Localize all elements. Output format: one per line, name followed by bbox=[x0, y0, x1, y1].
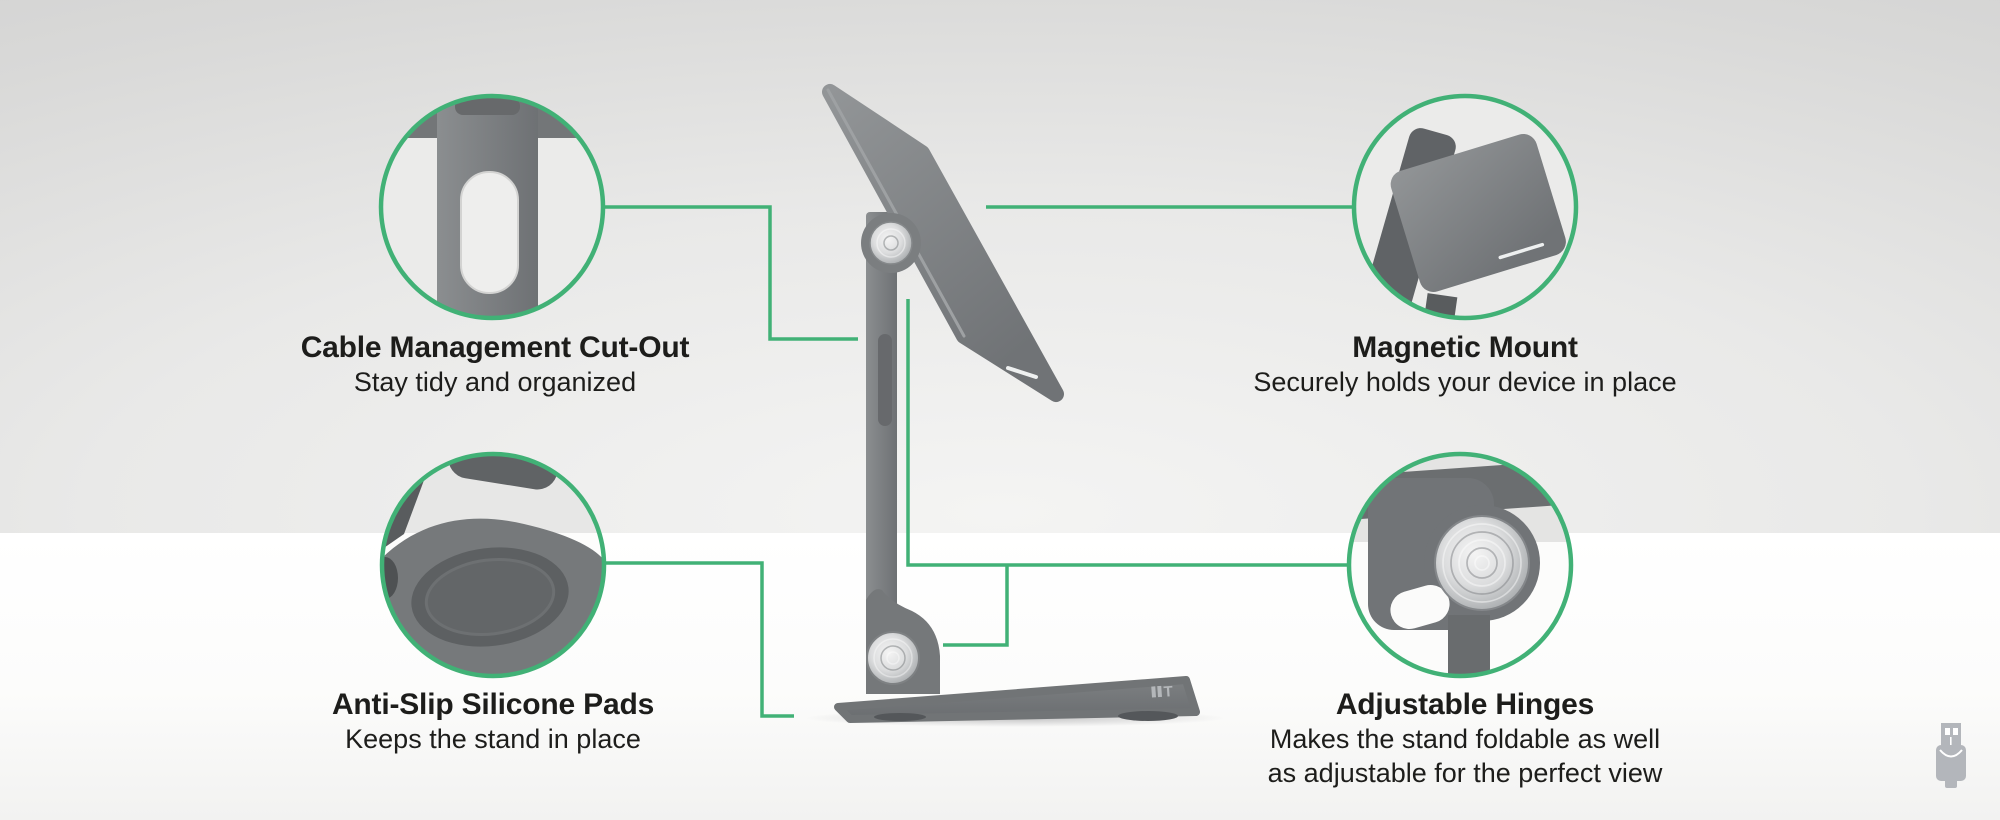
callout-bubble-magnetic-mount bbox=[1351, 93, 1579, 321]
bubble-ring bbox=[1346, 451, 1574, 679]
callout-bubble-anti-slip-pads bbox=[379, 451, 607, 679]
zoom-hinge-disc bbox=[1434, 515, 1530, 611]
callout-title: Adjustable Hinges bbox=[1335, 688, 1595, 721]
connector-lines bbox=[605, 205, 1352, 718]
lower-hinge-ring bbox=[873, 638, 913, 678]
tablet-port-dash bbox=[1006, 366, 1038, 379]
tablet-stand-product: T bbox=[805, 84, 1225, 727]
callout-text-adjustable-hinges: Adjustable Hinges Makes the stand foldab… bbox=[1115, 688, 1815, 790]
upper-hinge-ring-inner bbox=[883, 235, 899, 251]
zoom-silicone-pad bbox=[411, 547, 569, 647]
callout-text-cable-management: Cable Management Cut-Out Stay tidy and o… bbox=[145, 331, 845, 399]
usb-icon bbox=[1936, 723, 1966, 788]
zoom-cable-cutout-hole bbox=[460, 171, 519, 294]
callout-text-anti-slip-pads: Anti-Slip Silicone Pads Keeps the stand … bbox=[143, 688, 843, 756]
bubble-ring bbox=[1351, 93, 1579, 321]
lower-hinge-ring3 bbox=[886, 651, 900, 665]
base-foot-right bbox=[1118, 711, 1178, 721]
backdrop-wall bbox=[0, 0, 2000, 533]
callout-subtitle: Stay tidy and organized bbox=[353, 367, 637, 397]
brand-logo: T bbox=[1151, 683, 1173, 701]
bubble-ring bbox=[379, 451, 607, 679]
backdrop-floor bbox=[0, 533, 2000, 820]
connector-line-adjustable-hinges-upper bbox=[906, 299, 1348, 567]
base-foot-left bbox=[874, 713, 926, 721]
callout-title: Magnetic Mount bbox=[1352, 331, 1578, 364]
callout-subtitle: Makes the stand foldable as well as adju… bbox=[1267, 724, 1663, 788]
callout-subtitle: Keeps the stand in place bbox=[345, 724, 641, 754]
zoom-base-tip bbox=[448, 454, 558, 490]
bubble-ring bbox=[378, 93, 606, 321]
arm-cable-slot bbox=[878, 334, 892, 426]
callout-bubble-cable-management bbox=[378, 93, 606, 321]
callout-title: Anti-Slip Silicone Pads bbox=[331, 688, 655, 721]
upper-hinge-disc bbox=[869, 221, 913, 265]
callout-subtitle: Securely holds your device in place bbox=[1253, 367, 1677, 397]
stand-base bbox=[834, 676, 1200, 723]
zoom-top-notch bbox=[455, 98, 520, 115]
connector-line-cable-management bbox=[605, 205, 858, 341]
upper-hinge-ring bbox=[876, 228, 906, 258]
zoom-fork-column bbox=[1448, 615, 1490, 676]
connector-line-adjustable-hinges-lower bbox=[943, 565, 1009, 647]
callout-title: Cable Management Cut-Out bbox=[300, 331, 690, 364]
zoom-fork-cutout-hole bbox=[1390, 584, 1450, 630]
lower-hinge-disc bbox=[866, 631, 920, 685]
lower-hinge-ring2 bbox=[880, 645, 906, 671]
svg-text:T: T bbox=[1163, 683, 1173, 701]
callout-text-magnetic-mount: Magnetic Mount Securely holds your devic… bbox=[1115, 331, 1815, 399]
tablet-edge-highlight bbox=[826, 88, 966, 338]
zoom-tablet-back bbox=[1390, 133, 1566, 292]
zoom-mount-column bbox=[1420, 293, 1458, 318]
zoom-hinge-disc-rings bbox=[1442, 523, 1522, 603]
callout-bubble-adjustable-hinges bbox=[1346, 451, 1574, 679]
connector-line-anti-slip-pads bbox=[606, 561, 794, 718]
